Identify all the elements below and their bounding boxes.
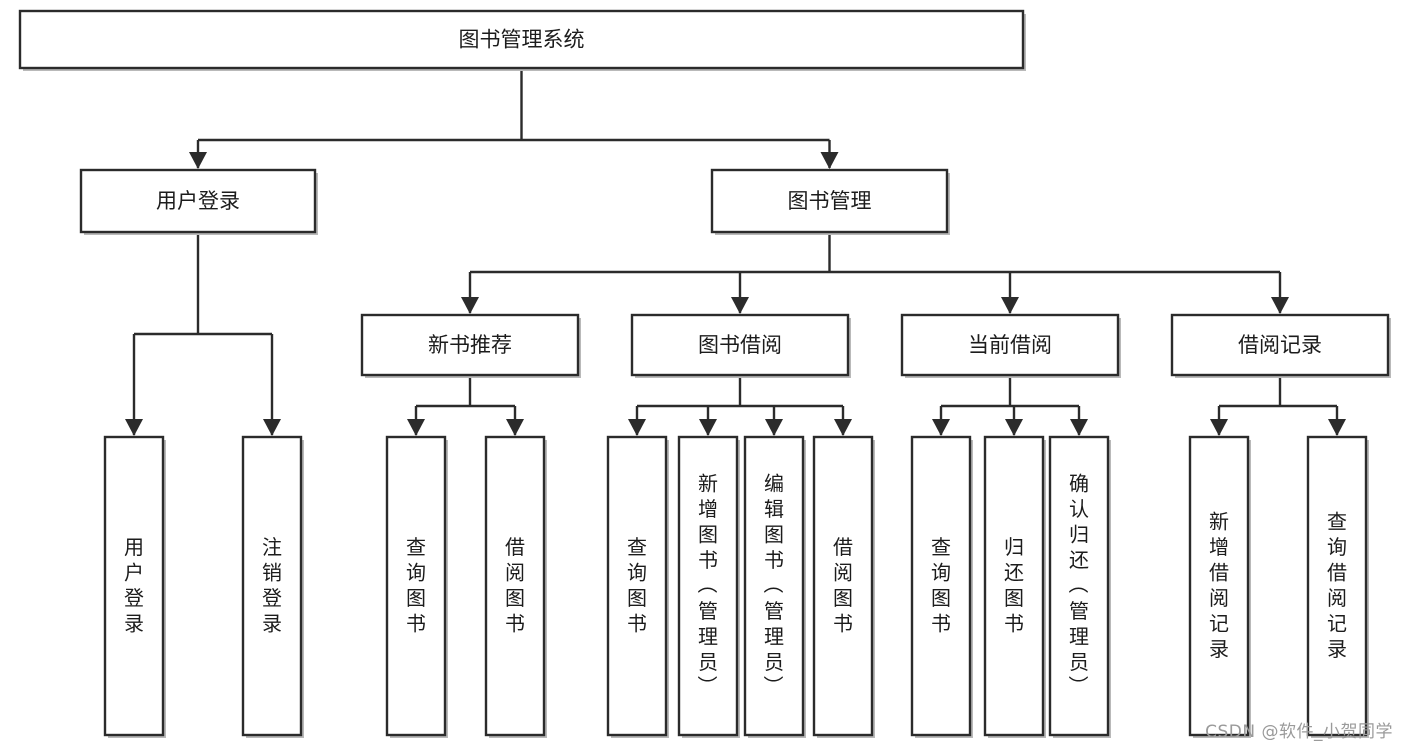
node-leaf-11-新增借阅记录-rect[interactable]	[1188, 435, 1250, 737]
node-l2-用户登录[interactable]: 用户登录	[79, 168, 318, 235]
node-l3-借阅记录[interactable]: 借阅记录	[1170, 313, 1391, 378]
node-leaf-4-查询图书[interactable]: 查询图书	[606, 435, 669, 738]
node-l3-新书推荐-rect[interactable]	[360, 313, 580, 377]
root-arrow-0	[189, 152, 207, 169]
l3-0-arrow-1	[506, 419, 524, 436]
node-l3-图书借阅-label: 图书借阅	[698, 333, 782, 357]
node-leaf-1-注销登录-label: 注销登录	[262, 535, 282, 636]
node-l3-当前借阅-label: 当前借阅	[968, 333, 1052, 357]
l3-1-arrow-2	[765, 419, 783, 436]
node-l2-用户登录-label: 用户登录	[156, 189, 240, 213]
node-leaf-0-用户登录-rect[interactable]	[103, 435, 165, 737]
node-l3-图书借阅[interactable]: 图书借阅	[630, 313, 851, 378]
l3-0-arrow-0	[407, 419, 425, 436]
node-leaf-12-查询借阅记录-rect[interactable]	[1306, 435, 1368, 737]
node-leaf-8-查询图书-label: 查询图书	[931, 535, 951, 636]
node-leaf-6-编辑图书管理员-rect[interactable]	[743, 435, 805, 737]
node-leaf-5-新增图书管理员-rect[interactable]	[677, 435, 739, 737]
node-root-图书管理系统-label: 图书管理系统	[459, 28, 585, 52]
node-leaf-3-借阅图书-rect[interactable]	[484, 435, 546, 737]
l3-1-arrow-0	[628, 419, 646, 436]
node-leaf-9-归还图书-label: 归还图书	[1004, 535, 1024, 636]
node-l3-新书推荐-label: 新书推荐	[428, 333, 512, 357]
node-leaf-12-查询借阅记录-label: 查询借阅记录	[1327, 510, 1347, 662]
l3-2-arrow-1	[1005, 419, 1023, 436]
node-leaf-4-查询图书-rect[interactable]	[606, 435, 668, 737]
node-leaf-3-借阅图书[interactable]: 借阅图书	[484, 435, 547, 738]
node-leaf-12-查询借阅记录[interactable]: 查询借阅记录	[1306, 435, 1369, 738]
node-leaf-5-新增图书管理员[interactable]: 新增图书（管理员）	[677, 435, 740, 738]
node-leaf-2-查询图书[interactable]: 查询图书	[385, 435, 448, 738]
login-arrow-1	[263, 419, 281, 436]
node-l2-图书管理-rect[interactable]	[710, 168, 949, 234]
connector-layer	[125, 68, 1346, 436]
mgmt-arrow-0	[461, 297, 479, 314]
node-leaf-3-借阅图书-label: 借阅图书	[505, 535, 525, 636]
node-leaf-0-用户登录[interactable]: 用户登录	[103, 435, 166, 738]
l3-2-arrow-2	[1070, 419, 1088, 436]
root-arrow-1	[820, 152, 839, 169]
node-l3-当前借阅-rect[interactable]	[900, 313, 1120, 377]
node-leaf-8-查询图书[interactable]: 查询图书	[910, 435, 973, 738]
node-l2-用户登录-rect[interactable]	[79, 168, 317, 234]
node-leaf-9-归还图书-rect[interactable]	[983, 435, 1045, 737]
node-leaf-10-确认归还管理员[interactable]: 确认归还（管理员）	[1048, 435, 1111, 738]
node-leaf-2-查询图书-label: 查询图书	[406, 535, 426, 636]
node-l2-图书管理[interactable]: 图书管理	[710, 168, 950, 235]
node-leaf-2-查询图书-rect[interactable]	[385, 435, 447, 737]
node-leaf-10-确认归还管理员-label: 确认归还（管理员）	[1068, 471, 1089, 699]
node-leaf-8-查询图书-rect[interactable]	[910, 435, 972, 737]
node-l2-图书管理-label: 图书管理	[788, 189, 872, 213]
node-leaf-5-新增图书管理员-label: 新增图书（管理员）	[697, 471, 718, 699]
node-l3-借阅记录-rect[interactable]	[1170, 313, 1390, 377]
node-leaf-0-用户登录-label: 用户登录	[124, 535, 144, 636]
l3-3-arrow-1	[1328, 419, 1346, 436]
node-leaf-7-借阅图书-rect[interactable]	[812, 435, 874, 737]
l3-2-arrow-0	[932, 419, 950, 436]
node-leaf-4-查询图书-label: 查询图书	[627, 535, 647, 636]
node-root-图书管理系统-rect[interactable]	[18, 9, 1025, 70]
node-l3-图书借阅-rect[interactable]	[630, 313, 850, 377]
node-l3-借阅记录-label: 借阅记录	[1238, 333, 1322, 357]
node-leaf-7-借阅图书[interactable]: 借阅图书	[812, 435, 875, 738]
node-l3-新书推荐[interactable]: 新书推荐	[360, 313, 581, 378]
node-leaf-7-借阅图书-label: 借阅图书	[833, 535, 853, 636]
l3-1-arrow-3	[834, 419, 852, 436]
mgmt-arrow-3	[1271, 297, 1289, 314]
node-root-图书管理系统[interactable]: 图书管理系统	[18, 9, 1026, 71]
node-leaf-10-确认归还管理员-rect[interactable]	[1048, 435, 1110, 737]
l3-1-arrow-1	[699, 419, 717, 436]
node-leaf-11-新增借阅记录-label: 新增借阅记录	[1209, 510, 1229, 662]
node-l3-当前借阅[interactable]: 当前借阅	[900, 313, 1121, 378]
login-arrow-0	[125, 419, 143, 436]
mgmt-arrow-1	[731, 297, 749, 314]
l3-3-arrow-0	[1210, 419, 1228, 436]
node-leaf-9-归还图书[interactable]: 归还图书	[983, 435, 1046, 738]
node-leaf-1-注销登录-rect[interactable]	[241, 435, 303, 737]
node-leaf-6-编辑图书管理员-label: 编辑图书（管理员）	[763, 471, 784, 699]
node-layer: 图书管理系统用户登录图书管理新书推荐图书借阅当前借阅借阅记录用户登录注销登录查询…	[18, 9, 1391, 738]
mgmt-arrow-2	[1001, 297, 1019, 314]
node-leaf-11-新增借阅记录[interactable]: 新增借阅记录	[1188, 435, 1251, 738]
node-leaf-1-注销登录[interactable]: 注销登录	[241, 435, 304, 738]
node-leaf-6-编辑图书管理员[interactable]: 编辑图书（管理员）	[743, 435, 806, 738]
